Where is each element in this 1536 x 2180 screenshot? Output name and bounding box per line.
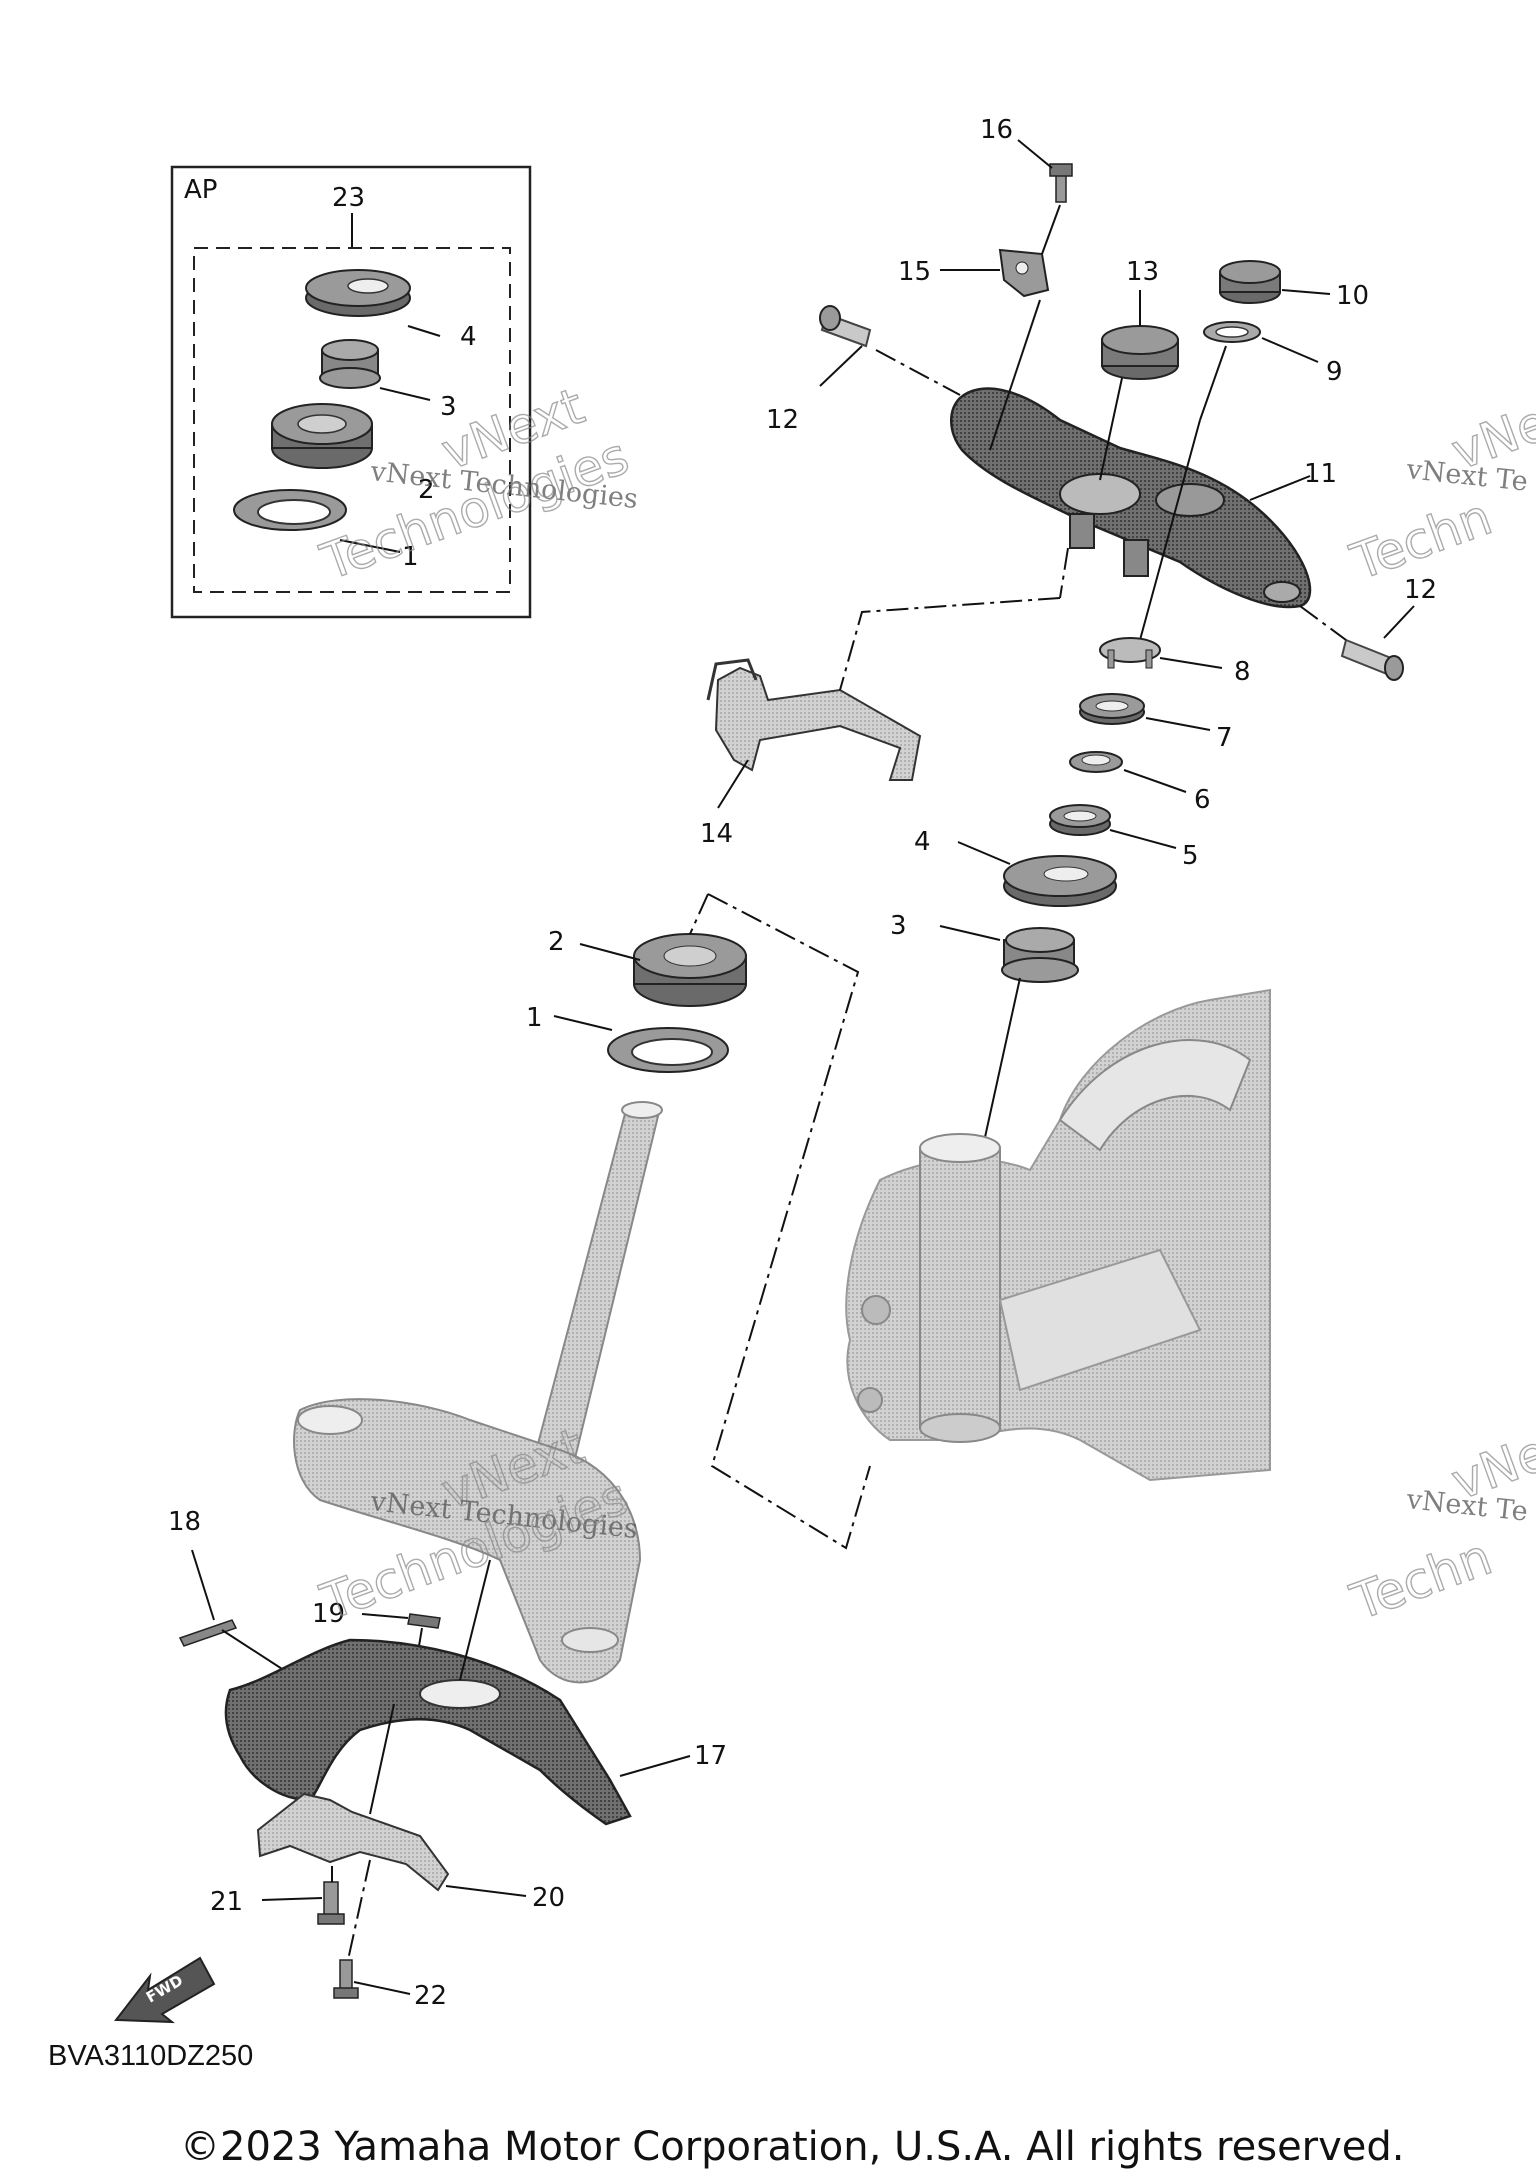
clamp-15: [998, 248, 1050, 298]
bolt-19: [407, 1613, 441, 1629]
callout-6: 6: [1194, 785, 1211, 815]
bracket-20: [256, 1792, 450, 1892]
watermark-center-top: vNext vNext Technologies Technologies: [313, 376, 640, 592]
callout-3: 3: [890, 911, 907, 941]
forward-arrow-icon: FWD: [114, 1956, 216, 2024]
guard-17: [224, 1638, 632, 1826]
bolt-21: [317, 1881, 345, 1925]
bearing-race-4: [1003, 855, 1117, 907]
washer-6: [1069, 751, 1123, 773]
cap-13: [1101, 325, 1179, 380]
lock-washer-8: [1099, 637, 1161, 669]
svg-text:Techn: Techn: [1343, 1528, 1499, 1632]
bearing-2: [633, 933, 747, 1007]
copyright-notice: ©2023 Yamaha Motor Corporation, U.S.A. A…: [180, 2124, 1405, 2170]
ap-item-2: 2: [418, 475, 435, 505]
bracket-14: [706, 658, 922, 781]
callout-13: 13: [1126, 257, 1159, 287]
steering-stem-under-bracket: [293, 1101, 663, 1684]
diagram-code: BVA3110DZ250: [48, 2040, 254, 2072]
callout-11: 11: [1304, 459, 1337, 489]
bolt-12-left: [819, 305, 872, 348]
ap-title: AP: [184, 175, 217, 205]
bolt-16: [1049, 163, 1073, 203]
bolt-22: [333, 1959, 359, 1999]
ap-item-3: 3: [440, 392, 457, 422]
bearing-3: [1001, 927, 1079, 983]
callout-19: 19: [312, 1599, 345, 1629]
callout-12-right: 12: [1404, 575, 1437, 605]
callout-17: 17: [694, 1741, 727, 1771]
callout-2: 2: [548, 927, 565, 957]
ring-nut-7: [1079, 693, 1145, 725]
callout-10: 10: [1336, 281, 1369, 311]
washer-9: [1203, 321, 1261, 343]
callout-14: 14: [700, 819, 733, 849]
callout-4: 4: [914, 827, 931, 857]
ring-nut-5: [1049, 804, 1111, 836]
ap-seal-1: [233, 489, 347, 531]
upper-bracket-11: [950, 387, 1312, 609]
callout-5: 5: [1182, 841, 1199, 871]
callout-1: 1: [526, 1003, 543, 1033]
nut-10: [1219, 260, 1281, 304]
ap-bearing-race-4: [305, 269, 411, 317]
ap-item-4: 4: [460, 322, 477, 352]
ap-set-number: 23: [332, 183, 365, 213]
watermark-right-bottom: vNe vNext Te Techn: [1343, 1423, 1536, 1633]
frame-head-pipe: [845, 988, 1271, 1482]
callout-9: 9: [1326, 357, 1343, 387]
callout-21: 21: [210, 1887, 243, 1917]
callout-16: 16: [980, 115, 1013, 145]
bolt-12-right: [1340, 638, 1404, 681]
ap-bearing-3: [319, 339, 381, 389]
callout-15: 15: [898, 257, 931, 287]
ap-item-1: 1: [402, 542, 419, 572]
band-18: [178, 1619, 238, 1647]
callout-20: 20: [532, 1883, 565, 1913]
callout-18: 18: [168, 1507, 201, 1537]
callout-7: 7: [1216, 723, 1233, 753]
ap-assembly-box: AP 23 4 3 2: [170, 165, 532, 619]
ap-bearing-2: [271, 403, 373, 469]
watermark-right-top: vNe vNext Te Techn: [1343, 393, 1536, 593]
callout-8: 8: [1234, 657, 1251, 687]
seal-1: [607, 1027, 729, 1073]
callout-12-left: 12: [766, 405, 799, 435]
callout-22: 22: [414, 1981, 447, 2011]
